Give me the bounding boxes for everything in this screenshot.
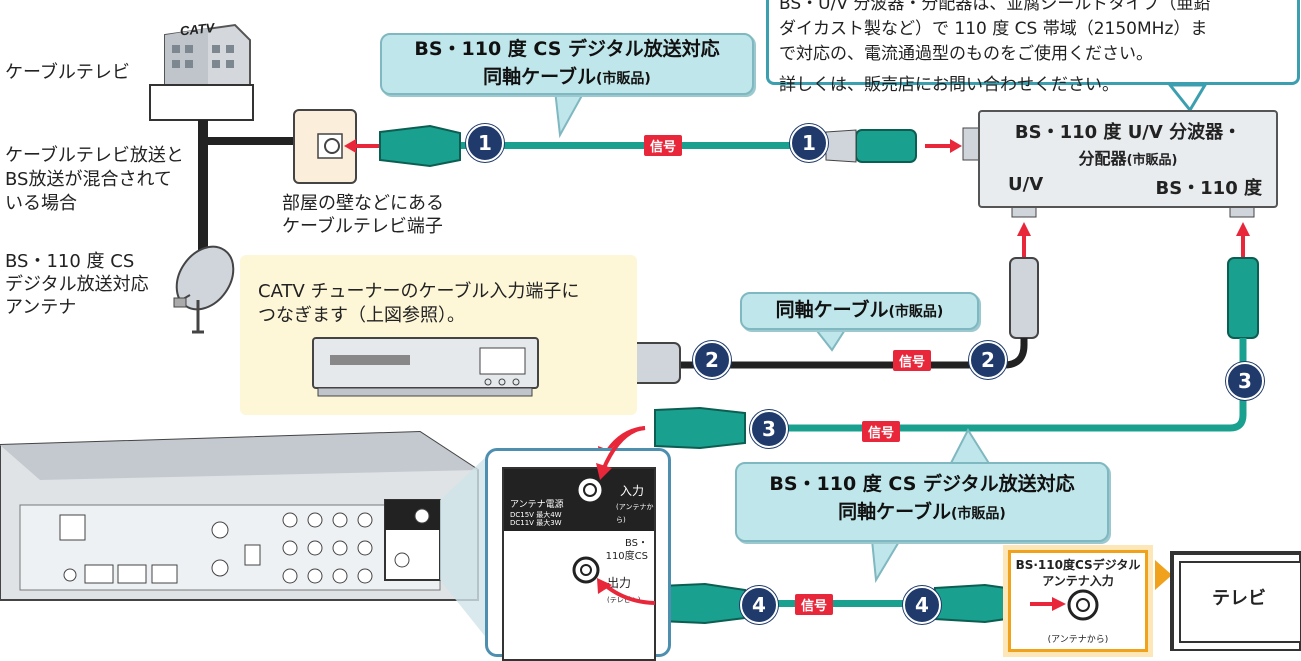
callout-top-cable: BS・110 度 CS デジタル放送対応 同軸ケーブル(市販品)	[380, 33, 754, 95]
rear-panel-zoom: アンテナ電源 DC15V 最大4W DC11V 最大3W 入力 (アンテナから)…	[485, 448, 671, 661]
catv-tuner-box	[240, 255, 637, 415]
splitter-note: BS・U/V 分波器・分配器は、並腐シールドタイプ（亜鉛 ダイカスト製など）で …	[766, 0, 1300, 95]
callout-mid-cable: 同軸ケーブル(市販品)	[740, 292, 979, 330]
callout-top-suffix: (市販品)	[596, 71, 651, 87]
splitter-port-bs: BS・110 度	[1155, 178, 1262, 199]
signal-badge-2: 信号	[893, 350, 932, 371]
callout-bot-line2: 同軸ケーブル	[838, 501, 952, 523]
note-line-1: BS・U/V 分波器・分配器は、並腐シールドタイプ（亜鉛	[779, 0, 1211, 14]
tv-antenna-input-box: BS·110度CSデジタル アンテナ入力 (アンテナから)	[1008, 550, 1148, 652]
label-cable-tv: ケーブルテレビ	[5, 62, 130, 83]
cable-number-2a: 2	[693, 341, 731, 379]
cable-number-3a: 3	[1226, 362, 1264, 400]
cable-1	[379, 124, 962, 168]
cable-number-4b: 4	[903, 586, 941, 624]
cable-number-1b: 1	[790, 124, 828, 162]
recorder-rear-panel	[0, 430, 488, 640]
cable-number-4a: 4	[740, 586, 778, 624]
splitter-box: BS・110 度 U/V 分波器・ 分配器(市販品) U/V BS・110 度	[978, 110, 1278, 208]
splitter-port-uv: U/V	[1008, 174, 1044, 195]
callout-bot-suffix: (市販品)	[951, 506, 1006, 522]
zoom-output-label: 出力	[607, 576, 632, 590]
zoom-panel: アンテナ電源 DC15V 最大4W DC11V 最大3W 入力 (アンテナから)…	[502, 467, 656, 661]
callout-top-line1: BS・110 度 CS デジタル放送対応	[414, 38, 720, 60]
note-line-2: ダイカスト製など）で 110 度 CS 帯域（2150MHz）ま	[779, 19, 1208, 39]
note-line-4: 詳しくは、販売店にお問い合わせください。	[779, 75, 1119, 95]
tv-label: テレビ	[1212, 588, 1266, 609]
splitter-subtitle-suffix: (市販品)	[1126, 153, 1178, 168]
label-antenna: BS・110 度 CS デジタル放送対応 アンテナ	[5, 251, 149, 318]
callout-bottom-cable: BS・110 度 CS デジタル放送対応 同軸ケーブル(市販品)	[735, 462, 1109, 542]
zoom-power-spec2: DC11V 最大3W	[510, 519, 562, 527]
zoom-output-sub: (テレビへ)	[607, 596, 641, 604]
splitter-subtitle: 分配器	[1078, 149, 1127, 168]
tv-antenna-input-sub: (アンテナから)	[1047, 635, 1109, 645]
satellite-dish-icon	[173, 245, 235, 334]
note-line-3: で対応の、電流通過型のものをご使用ください。	[779, 44, 1153, 64]
cable-3	[598, 257, 1259, 465]
callout-mid-suffix: (市販品)	[888, 304, 944, 320]
tv-antenna-input-title: BS·110度CSデジタル アンテナ入力	[1015, 558, 1141, 588]
zoom-input-sub: (アンテナから)	[616, 503, 654, 524]
catv-sign: CATV	[179, 20, 216, 39]
zoom-antenna-power: アンテナ電源	[510, 500, 564, 510]
signal-badge-3: 信号	[862, 421, 901, 442]
label-catv-tuner: CATV チューナーのケーブル入力端子に つなぎます（上図参照）。	[258, 281, 580, 326]
zoom-power-spec1: DC15V 最大4W	[510, 511, 562, 519]
signal-badge-4: 信号	[795, 594, 834, 615]
wall-outlet-icon	[293, 109, 380, 184]
signal-badge-1: 信号	[644, 135, 683, 156]
zoom-input-label: 入力	[620, 484, 645, 498]
cable-4	[594, 570, 1064, 625]
cable-number-2b: 2	[969, 341, 1007, 379]
splitter-title: BS・110 度 U/V 分波器・	[1014, 122, 1242, 143]
cable-number-3b: 3	[750, 410, 788, 448]
label-mixed-broadcast: ケーブルテレビ放送と BS放送が混合されて いる場合	[5, 145, 184, 214]
callout-mid-line1: 同軸ケーブル	[775, 299, 889, 321]
callout-top-line2: 同軸ケーブル	[483, 66, 597, 88]
catv-building	[149, 23, 295, 270]
callout-bot-line1: BS・110 度 CS デジタル放送対応	[769, 473, 1075, 495]
label-wall-terminal: 部屋の壁などにある ケーブルテレビ端子	[282, 193, 444, 237]
tv-icon	[1155, 551, 1301, 651]
zoom-bs-cs-label: BS・ 110度CS	[605, 538, 648, 562]
cable-number-1a: 1	[466, 124, 504, 162]
